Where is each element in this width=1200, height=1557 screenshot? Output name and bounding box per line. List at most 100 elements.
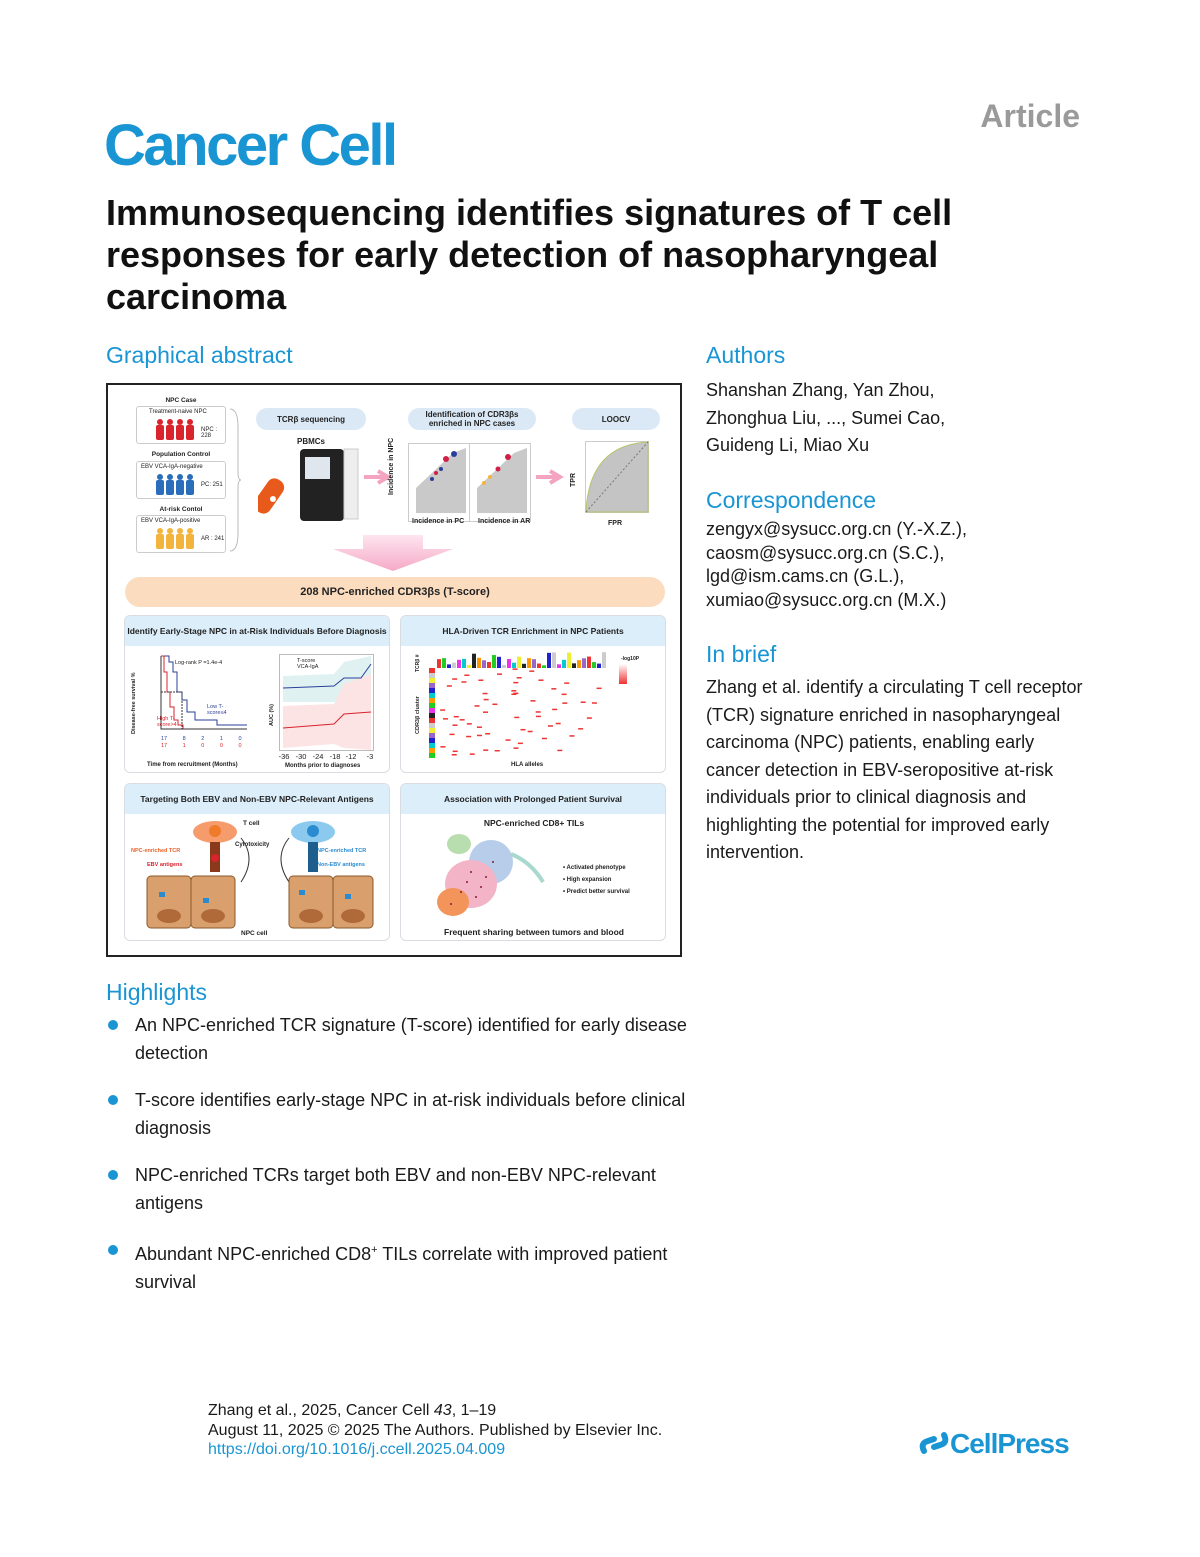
graphical-abstract-heading: Graphical abstract	[106, 342, 293, 368]
highlight-text-part: Abundant NPC-enriched CD8	[135, 1244, 372, 1264]
risk-value: 0	[219, 743, 223, 749]
people-icon	[156, 528, 194, 549]
cohort-count: PC: 251	[201, 482, 223, 488]
tcr-count-bar	[437, 659, 441, 668]
tcr-count-bar	[577, 660, 581, 668]
tcr-count-bar	[472, 653, 476, 668]
heatmap-cell	[552, 708, 558, 711]
citation-text: Zhang et al., 2025, Cancer Cell	[208, 1402, 434, 1419]
heatmap-cell	[469, 753, 475, 755]
heatmap-cell	[535, 711, 541, 713]
scatter-xlabel-ar: Incidence in AR	[478, 518, 531, 525]
author-line: Shanshan Zhang, Yan Zhou,	[706, 380, 935, 400]
tcr-count-bar	[552, 652, 556, 668]
email-link[interactable]: xumiao@sysucc.org.cn (M.X.)	[706, 589, 947, 610]
heatmap-cell	[483, 749, 489, 751]
risk-value: 0	[238, 743, 242, 749]
email-link[interactable]: zengyx@sysucc.org.cn (Y.-X.Z.),	[706, 519, 968, 539]
heatmap-cell	[452, 750, 458, 753]
scatter-xlabel-pc: Incidence in PC	[412, 518, 465, 525]
highlight-text: Abundant NPC-enriched CD8+ TILs correlat…	[135, 1236, 696, 1296]
panel-title: Association with Prolonged Patient Survi…	[401, 784, 665, 814]
highlight-text: NPC-enriched TCRs target both EBV and no…	[135, 1165, 656, 1213]
pbmcs-label: PBMCs	[296, 437, 325, 446]
tcr-count-bar	[597, 663, 601, 668]
bullet: • Predict better survival	[563, 889, 630, 895]
heatmap-cell	[513, 692, 519, 695]
tils-footer: Frequent sharing between tumors and bloo…	[444, 927, 624, 937]
tcr-count-bar	[447, 664, 451, 668]
risk-value: 17	[161, 743, 168, 749]
cluster-color-block	[429, 698, 435, 703]
tcr-count-bar	[467, 664, 471, 668]
highlight-item: An NPC-enriched TCR signature (T-score) …	[106, 1011, 696, 1067]
citation-footer: Zhang et al., 2025, Cancer Cell 43, 1–19…	[208, 1401, 662, 1460]
tcr-count-bar	[557, 664, 561, 668]
km-xlabel: Time from recruitment (Months)	[147, 762, 238, 768]
heatmap-cell	[513, 681, 519, 684]
step-tcr-sequencing: TCRβ sequencing	[256, 408, 366, 430]
email-link[interactable]: lgd@ism.cams.cn (G.L.),	[706, 566, 905, 586]
heatmap-cell	[512, 668, 518, 670]
heatmap-cell	[591, 702, 597, 704]
npc-cell-label: NPC cell	[241, 930, 268, 937]
heatmap-scale-label: -log10P	[621, 656, 640, 662]
risk-value: 8	[182, 736, 186, 742]
heatmap-cell	[514, 716, 520, 719]
email-link[interactable]: caosm@sysucc.org.cn (S.C.),	[706, 542, 945, 563]
arrow-icon	[536, 469, 564, 485]
tcr-count-bar	[507, 659, 511, 668]
citation-line: Zhang et al., 2025, Cancer Cell 43, 1–19	[208, 1401, 662, 1421]
cluster-color-block	[429, 693, 435, 698]
cluster-color-block	[429, 678, 435, 683]
heatmap-cell	[530, 700, 536, 702]
highlight-item: T-score identifies early-stage NPC in at…	[106, 1086, 696, 1142]
heatmap-cell	[477, 734, 483, 737]
tcr-left-label: NPC-enriched TCR	[131, 848, 181, 854]
tcr-count-bar	[537, 663, 541, 668]
antigen-left-label: EBV antigens	[147, 862, 183, 868]
km-logrank: Log-rank P =1.4e-4	[175, 660, 223, 666]
cluster-color-block	[429, 703, 435, 708]
legend-vca-iga: VCA-IgA	[297, 664, 319, 670]
risk-value: 17	[161, 736, 168, 742]
heatmap-cell	[474, 705, 480, 707]
panel-title: HLA-Driven TCR Enrichment in NPC Patient…	[401, 616, 665, 646]
heatmap-xlabel: HLA alleles	[511, 762, 544, 768]
heatmap-cell	[464, 674, 470, 677]
heatmap-cell	[596, 687, 602, 690]
kaplan-meier-plot	[160, 655, 247, 730]
bullet-icon	[108, 1170, 118, 1180]
heatmap-cell	[551, 688, 557, 690]
tcr-count-bar	[482, 660, 486, 668]
heatmap-cell	[466, 723, 472, 725]
heatmap-cell	[485, 732, 491, 735]
heatmap-cell	[561, 693, 567, 696]
cohort-group-label: At-risk Contol	[159, 506, 203, 513]
in-brief-text: Zhang et al. identify a circulating T ce…	[706, 677, 1083, 862]
cluster-color-block	[429, 723, 435, 728]
risk-value: 1	[182, 743, 186, 749]
roc-curve	[585, 441, 649, 513]
arrow-icon	[364, 469, 392, 485]
heatmap-cell	[440, 746, 446, 748]
tcr-count-bar	[462, 658, 466, 668]
tcr-count-bar	[582, 658, 586, 668]
heatmap-cell	[482, 692, 488, 695]
heatmap-cell	[511, 693, 517, 696]
tcell-npc-illustration	[146, 821, 374, 929]
in-brief-heading: In brief	[706, 641, 777, 667]
legend-tscore: T-score	[297, 658, 316, 664]
cluster-color-block	[429, 738, 435, 743]
correspondence-list: zengyx@sysucc.org.cn (Y.-X.Z.), caosm@sy…	[706, 518, 967, 612]
heatmap-cell	[527, 730, 533, 733]
doi-link[interactable]: https://doi.org/10.1016/j.ccell.2025.04.…	[208, 1441, 506, 1458]
antigen-right-label: Non-EBV antigens	[317, 862, 365, 868]
author-line: Guideng Li, Miao Xu	[706, 435, 870, 455]
heatmap-cell	[555, 722, 561, 725]
heatmap-cell	[520, 728, 526, 731]
cluster-color-block	[429, 673, 435, 678]
cluster-color-block	[429, 668, 435, 673]
correspondence-heading: Correspondence	[706, 487, 877, 513]
cluster-color-block	[429, 713, 435, 718]
